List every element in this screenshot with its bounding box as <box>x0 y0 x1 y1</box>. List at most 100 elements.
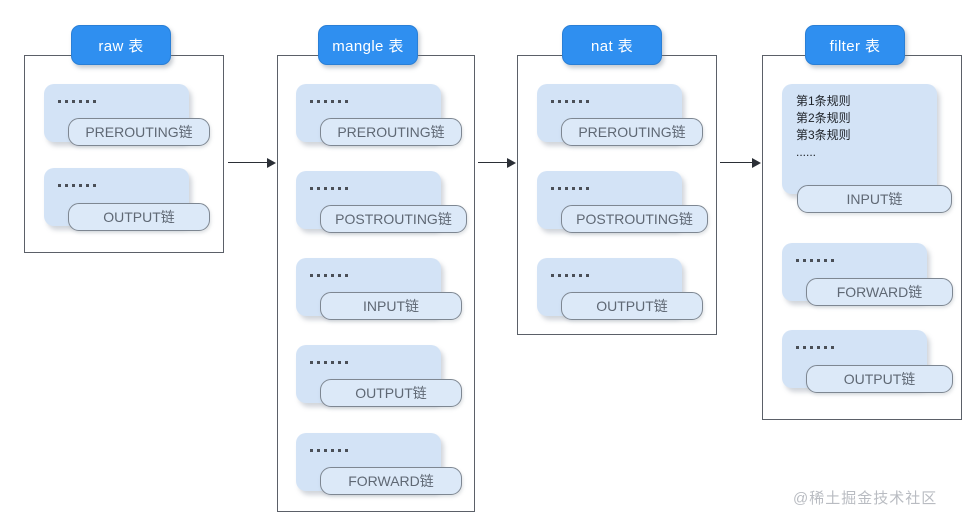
dot <box>338 187 341 190</box>
chain-dots-nat-1 <box>551 187 589 190</box>
dot <box>310 187 313 190</box>
dot <box>331 361 334 364</box>
table-tab-label-raw: raw 表 <box>98 37 144 55</box>
chain-pill-filter-INPUT[interactable]: INPUT链 <box>797 185 952 213</box>
chain-dots-mangle-4 <box>310 449 348 452</box>
chain-pill-raw-OUTPUT[interactable]: OUTPUT链 <box>68 203 210 231</box>
dot <box>551 274 554 277</box>
dot <box>345 187 348 190</box>
dot <box>810 346 813 349</box>
dot <box>317 274 320 277</box>
arrow-shaft <box>478 162 508 163</box>
chain-pill-mangle-POSTROUTING[interactable]: POSTROUTING链 <box>320 205 467 233</box>
dot <box>72 100 75 103</box>
chain-dots-filter-2 <box>796 346 834 349</box>
dot <box>831 259 834 262</box>
chain-pill-mangle-INPUT[interactable]: INPUT链 <box>320 292 462 320</box>
chain-pill-label-nat-0: PREROUTING链 <box>578 124 686 140</box>
dot <box>324 449 327 452</box>
dot <box>572 274 575 277</box>
chain-pill-nat-PREROUTING[interactable]: PREROUTING链 <box>561 118 703 146</box>
dot <box>58 184 61 187</box>
table-tab-filter[interactable]: filter 表 <box>805 25 905 65</box>
chain-rules-filter-0: 第1条规则 第2条规则 第3条规则 ...... <box>796 94 851 159</box>
dot <box>317 100 320 103</box>
dot <box>93 184 96 187</box>
table-tab-raw[interactable]: raw 表 <box>71 25 171 65</box>
chain-pill-label-nat-1: POSTROUTING链 <box>576 211 693 227</box>
chain-pill-label-nat-2: OUTPUT链 <box>596 298 668 314</box>
dot <box>824 259 827 262</box>
table-tab-label-mangle: mangle 表 <box>332 37 404 55</box>
arrow-shaft <box>720 162 753 163</box>
dot <box>324 361 327 364</box>
chain-pill-nat-OUTPUT[interactable]: OUTPUT链 <box>561 292 703 320</box>
dot <box>331 449 334 452</box>
chain-pill-filter-OUTPUT[interactable]: OUTPUT链 <box>806 365 953 393</box>
dot <box>331 187 334 190</box>
chain-card-filter-0: 第1条规则 第2条规则 第3条规则 ...... <box>782 84 937 194</box>
dot <box>324 187 327 190</box>
arrow-raw-to-mangle <box>228 158 276 168</box>
dot <box>345 361 348 364</box>
arrow-head <box>267 158 276 168</box>
arrow-nat-to-filter <box>720 158 761 168</box>
dot <box>338 361 341 364</box>
dot <box>565 274 568 277</box>
dot <box>586 100 589 103</box>
arrow-shaft <box>228 162 268 163</box>
dot <box>796 259 799 262</box>
chain-pill-mangle-FORWARD[interactable]: FORWARD链 <box>320 467 462 495</box>
dot <box>572 187 575 190</box>
chain-dots-mangle-3 <box>310 361 348 364</box>
dot <box>803 346 806 349</box>
chain-pill-mangle-PREROUTING[interactable]: PREROUTING链 <box>320 118 462 146</box>
chain-pill-label-mangle-1: POSTROUTING链 <box>335 211 452 227</box>
dot <box>58 100 61 103</box>
chain-pill-label-mangle-0: PREROUTING链 <box>337 124 445 140</box>
dot <box>796 346 799 349</box>
dot <box>310 274 313 277</box>
dot <box>579 274 582 277</box>
dot <box>79 184 82 187</box>
chain-pill-filter-FORWARD[interactable]: FORWARD链 <box>806 278 953 306</box>
chain-dots-raw-1 <box>58 184 96 187</box>
chain-dots-mangle-1 <box>310 187 348 190</box>
chain-pill-mangle-OUTPUT[interactable]: OUTPUT链 <box>320 379 462 407</box>
dot <box>338 274 341 277</box>
dot <box>338 100 341 103</box>
chain-pill-label-raw-1: OUTPUT链 <box>103 209 175 225</box>
table-tab-mangle[interactable]: mangle 表 <box>318 25 418 65</box>
chain-dots-mangle-0 <box>310 100 348 103</box>
dot <box>565 187 568 190</box>
dot <box>558 274 561 277</box>
dot <box>317 361 320 364</box>
dot <box>803 259 806 262</box>
dot <box>310 449 313 452</box>
chain-pill-label-mangle-4: FORWARD链 <box>348 473 434 489</box>
dot <box>824 346 827 349</box>
arrow-head <box>507 158 516 168</box>
dot <box>345 274 348 277</box>
dot <box>810 259 813 262</box>
chain-pill-label-filter-0: INPUT链 <box>846 191 903 207</box>
dot <box>324 100 327 103</box>
dot <box>338 449 341 452</box>
dot <box>72 184 75 187</box>
chain-pill-label-raw-0: PREROUTING链 <box>85 124 193 140</box>
dot <box>579 187 582 190</box>
watermark: @稀土掘金技术社区 <box>793 490 938 507</box>
chain-pill-nat-POSTROUTING[interactable]: POSTROUTING链 <box>561 205 708 233</box>
dot <box>345 100 348 103</box>
chain-pill-label-mangle-2: INPUT链 <box>363 298 419 314</box>
arrow-head <box>752 158 761 168</box>
chain-pill-raw-PREROUTING[interactable]: PREROUTING链 <box>68 118 210 146</box>
table-tab-nat[interactable]: nat 表 <box>562 25 662 65</box>
dot <box>93 100 96 103</box>
dot <box>551 187 554 190</box>
dot <box>586 187 589 190</box>
dot <box>317 187 320 190</box>
dot <box>817 259 820 262</box>
table-tab-label-nat: nat 表 <box>590 37 634 55</box>
